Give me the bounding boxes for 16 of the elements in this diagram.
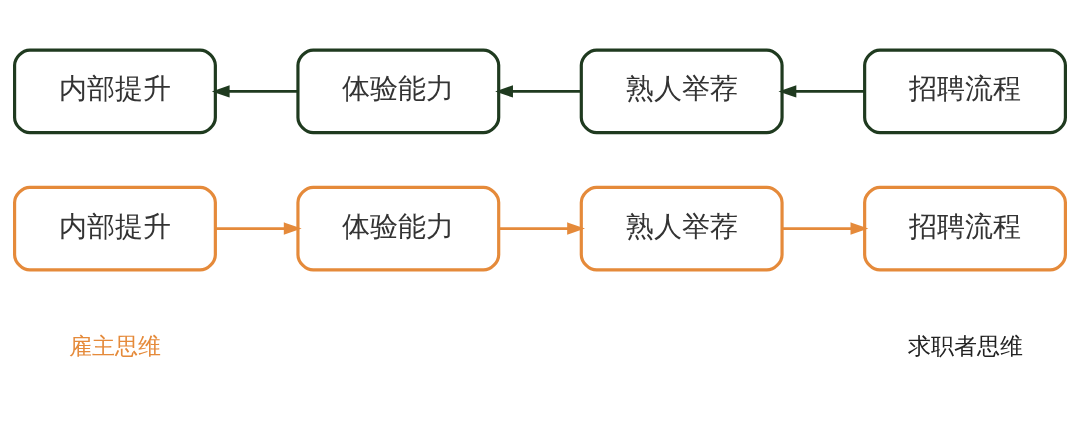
node-box: 招聘流程 <box>863 185 1067 272</box>
node-box: 内部提升 <box>13 48 217 135</box>
arrow <box>495 85 582 98</box>
arrow <box>211 85 298 98</box>
label: 求职者思维 <box>907 332 1023 359</box>
node-box: 熟人举荐 <box>579 48 784 135</box>
node-box: 熟人举荐 <box>579 185 784 272</box>
arrow <box>778 85 865 98</box>
node-box: 招聘流程 <box>863 48 1067 135</box>
node-box: 内部提升 <box>13 185 217 272</box>
node-box: 体验能力 <box>296 185 501 272</box>
arrow <box>499 222 585 235</box>
arrow <box>782 222 869 235</box>
node-box: 体验能力 <box>296 48 501 135</box>
label: 雇主思维 <box>68 332 161 359</box>
arrow <box>215 222 302 235</box>
